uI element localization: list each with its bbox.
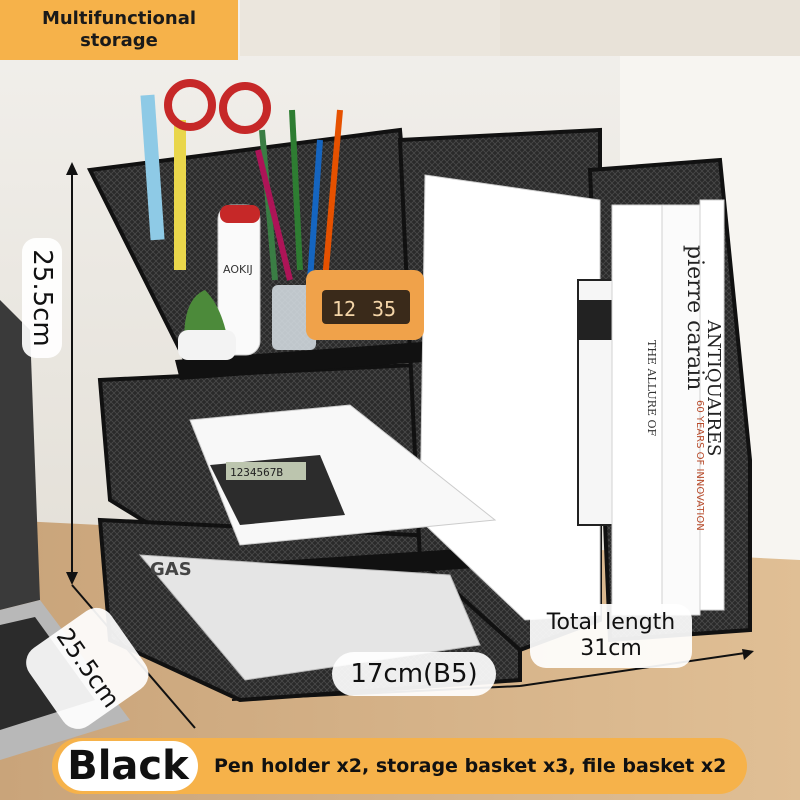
feature-badge: Multifunctional storage bbox=[0, 0, 238, 60]
book-spine-subtitle: 60 YEARS OF INNOVATION bbox=[694, 400, 705, 531]
height-arrow-bottom bbox=[66, 572, 78, 585]
color-option-badge: Black bbox=[58, 741, 198, 791]
calculator-display-text: 1234567B bbox=[230, 466, 283, 479]
height-label-background bbox=[22, 238, 62, 358]
scissors-handle-left bbox=[164, 79, 216, 131]
shelf-tray-top bbox=[175, 340, 450, 380]
binder-spine-band bbox=[578, 300, 614, 340]
calculator-display bbox=[226, 462, 306, 480]
perfume-bottle bbox=[272, 285, 316, 350]
height-label: 25.5cm bbox=[27, 249, 57, 347]
contents-text: Pen holder x2, storage basket x3, file b… bbox=[214, 755, 727, 777]
book-spine-title: pierre carain bbox=[682, 245, 707, 390]
total-length-line-2: 31cm bbox=[580, 636, 642, 661]
length-dimension-line bbox=[519, 651, 753, 687]
height-arrow-top bbox=[66, 162, 78, 175]
shelf-panel bbox=[240, 0, 500, 56]
magazine-cover-text: GAS bbox=[150, 559, 192, 580]
scissors-handle-right bbox=[219, 82, 271, 134]
highlighter-yellow bbox=[174, 120, 186, 270]
shelf-panel-right bbox=[500, 0, 800, 56]
pencil-dark-green bbox=[289, 109, 303, 271]
length-arrow-right bbox=[742, 649, 754, 660]
total-length-label-background bbox=[530, 604, 692, 668]
magazine bbox=[138, 554, 481, 681]
book-3 bbox=[699, 199, 725, 611]
spray-bottle-cap bbox=[220, 205, 260, 223]
book-spine-allure: THE ALLURE OF bbox=[645, 340, 658, 437]
bottle-brand-text: AOKIJ bbox=[223, 263, 253, 276]
book-2 bbox=[661, 204, 701, 616]
clock-face bbox=[322, 290, 410, 324]
total-length-line-1: Total length bbox=[546, 610, 676, 635]
book-spine-antiquaires: ANTIQUAIRES bbox=[703, 319, 724, 456]
plant-pot bbox=[178, 330, 236, 360]
pencil-orange bbox=[322, 109, 343, 281]
badge-line-1: Multifunctional bbox=[41, 8, 197, 29]
clock-hours-text: 12 bbox=[332, 297, 356, 321]
highlighter-blue bbox=[140, 94, 165, 241]
pencil-pink bbox=[255, 149, 293, 281]
pencil-blue bbox=[307, 139, 323, 281]
badge-line-2: storage bbox=[80, 30, 158, 51]
width-label-background bbox=[332, 652, 496, 696]
width-label: 17cm(B5) bbox=[350, 659, 478, 689]
total-length-label: Total length 31cm bbox=[547, 610, 676, 662]
clock-minutes-text: 35 bbox=[372, 297, 396, 321]
laptop-screen bbox=[0, 300, 40, 610]
